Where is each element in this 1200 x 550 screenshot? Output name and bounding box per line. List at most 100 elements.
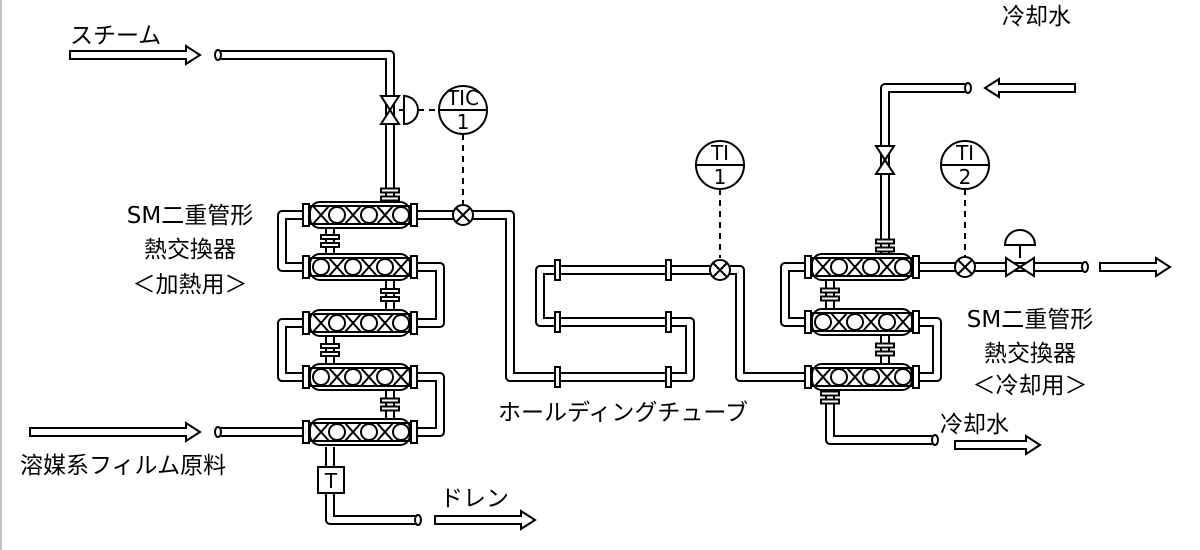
holding-tube-label: ホールディングチューブ <box>498 400 748 426</box>
steam-pipe-end <box>214 49 222 61</box>
steam-arrow <box>69 44 202 66</box>
trap-label: T <box>324 469 338 493</box>
flange <box>410 420 418 444</box>
nozzle-flange <box>875 238 895 245</box>
cooling-water-out-label: 冷却水 <box>940 412 1009 438</box>
holding-flange <box>554 259 561 281</box>
static-mixer-circle <box>344 258 362 276</box>
cooling-water-valve <box>874 145 896 175</box>
static-mixer-x <box>894 312 912 332</box>
flange <box>410 311 418 335</box>
static-mixer-x <box>392 367 410 387</box>
feed-pipe-end <box>214 426 222 438</box>
static-mixer-circle <box>328 423 346 441</box>
cooler-label-line: SM二重管形 <box>967 307 1093 333</box>
heater-bend-inner <box>417 264 443 326</box>
heater-bend <box>417 372 445 437</box>
cooling-water-outlet-pipe <box>825 392 935 445</box>
static-mixer-x <box>846 367 864 387</box>
static-mixer-x <box>846 257 864 277</box>
product-arrow <box>1099 256 1172 278</box>
static-mixer-circle <box>392 314 410 332</box>
drain-label: ドレン <box>440 486 509 512</box>
static-mixer-x <box>862 312 880 332</box>
flange <box>302 311 310 335</box>
instrument-number: 1 <box>714 165 727 189</box>
static-mixer-circle <box>862 258 880 276</box>
holding-flange <box>554 366 561 388</box>
nozzle-flange <box>820 287 840 294</box>
cooling-water-in-label: 冷却水 <box>1002 4 1071 30</box>
flange <box>410 203 418 227</box>
static-mixer-circle <box>894 368 912 386</box>
static-mixer-x <box>344 205 362 225</box>
flange <box>804 310 812 334</box>
static-mixer-circle <box>360 206 378 224</box>
static-mixer-x <box>376 205 394 225</box>
cooling-water-inlet-pipe-inner <box>882 85 968 253</box>
nozzle-flange <box>820 398 840 405</box>
ti-2-instrument[interactable]: TI 2 <box>940 140 990 190</box>
flange <box>302 203 310 227</box>
holding-flange <box>665 259 672 281</box>
static-mixer-circle <box>328 314 346 332</box>
static-mixer-circle <box>392 206 410 224</box>
flange <box>804 365 812 389</box>
equipment <box>29 44 1172 531</box>
cw-out-arrow <box>954 434 1042 456</box>
nozzle-flange <box>320 234 340 240</box>
cooler-label-line: ＜冷却用＞ <box>973 373 1088 399</box>
static-mixer-circle <box>846 313 864 331</box>
pipes <box>218 50 1085 525</box>
flange <box>410 255 418 279</box>
instrument-number: 1 <box>457 110 470 134</box>
static-mixer-x <box>344 422 362 442</box>
cooler-exchanger <box>804 363 920 391</box>
steam-trap[interactable]: T <box>317 466 345 494</box>
flange <box>804 255 812 279</box>
steam-control-valve <box>379 95 401 125</box>
temp-sensor-tic1-x <box>455 207 471 223</box>
cw-in-arrow <box>983 77 1076 99</box>
cooling-water-outlet-pipe-inner <box>827 392 935 443</box>
nozzle-flange <box>875 246 895 253</box>
heater-bend <box>277 210 303 272</box>
flange <box>912 310 920 334</box>
heater-exchanger <box>302 253 418 281</box>
nozzle-flange <box>820 390 840 397</box>
heater-bend-inner <box>279 320 303 380</box>
static-mixer-x <box>344 313 362 333</box>
static-mixer-circle <box>830 258 848 276</box>
drain-arrow <box>434 509 537 531</box>
drain-pipe <box>325 493 418 525</box>
heater-label-line: SM二重管形 <box>127 203 253 229</box>
feed-label: 溶媒系フィルム原料 <box>20 453 226 479</box>
static-mixer-circle <box>894 258 912 276</box>
flange <box>912 255 920 279</box>
ti-1-instrument[interactable]: TI 1 <box>695 140 745 190</box>
static-mixer-x <box>814 367 832 387</box>
static-mixer-circle <box>360 423 378 441</box>
heater-exchanger <box>302 309 418 337</box>
cooler-label-line: 熱交換器 <box>984 341 1076 367</box>
static-mixer-circle <box>862 368 880 386</box>
heater-exchanger <box>302 418 418 446</box>
static-mixer-x <box>312 205 330 225</box>
nozzle-flange <box>380 288 400 294</box>
temp-sensor-ti1-x <box>712 262 728 278</box>
flange <box>302 255 310 279</box>
cw-in-pipe-end <box>964 82 972 94</box>
heater-bend-inner <box>417 374 443 435</box>
cooler-bend-inner <box>919 319 940 380</box>
holding-outlet-pipe-inner <box>670 267 805 380</box>
static-mixer-circle <box>878 313 896 331</box>
drain-pipe-inner <box>327 493 418 523</box>
valve-actuator <box>403 94 419 126</box>
tic-1-instrument[interactable]: TIC 1 <box>438 85 488 135</box>
cooler-exchanger <box>804 308 920 336</box>
static-mixer-x <box>360 367 378 387</box>
heater-bend-inner <box>279 212 303 270</box>
nozzle-flange <box>320 242 340 248</box>
static-mixer-x <box>376 422 394 442</box>
